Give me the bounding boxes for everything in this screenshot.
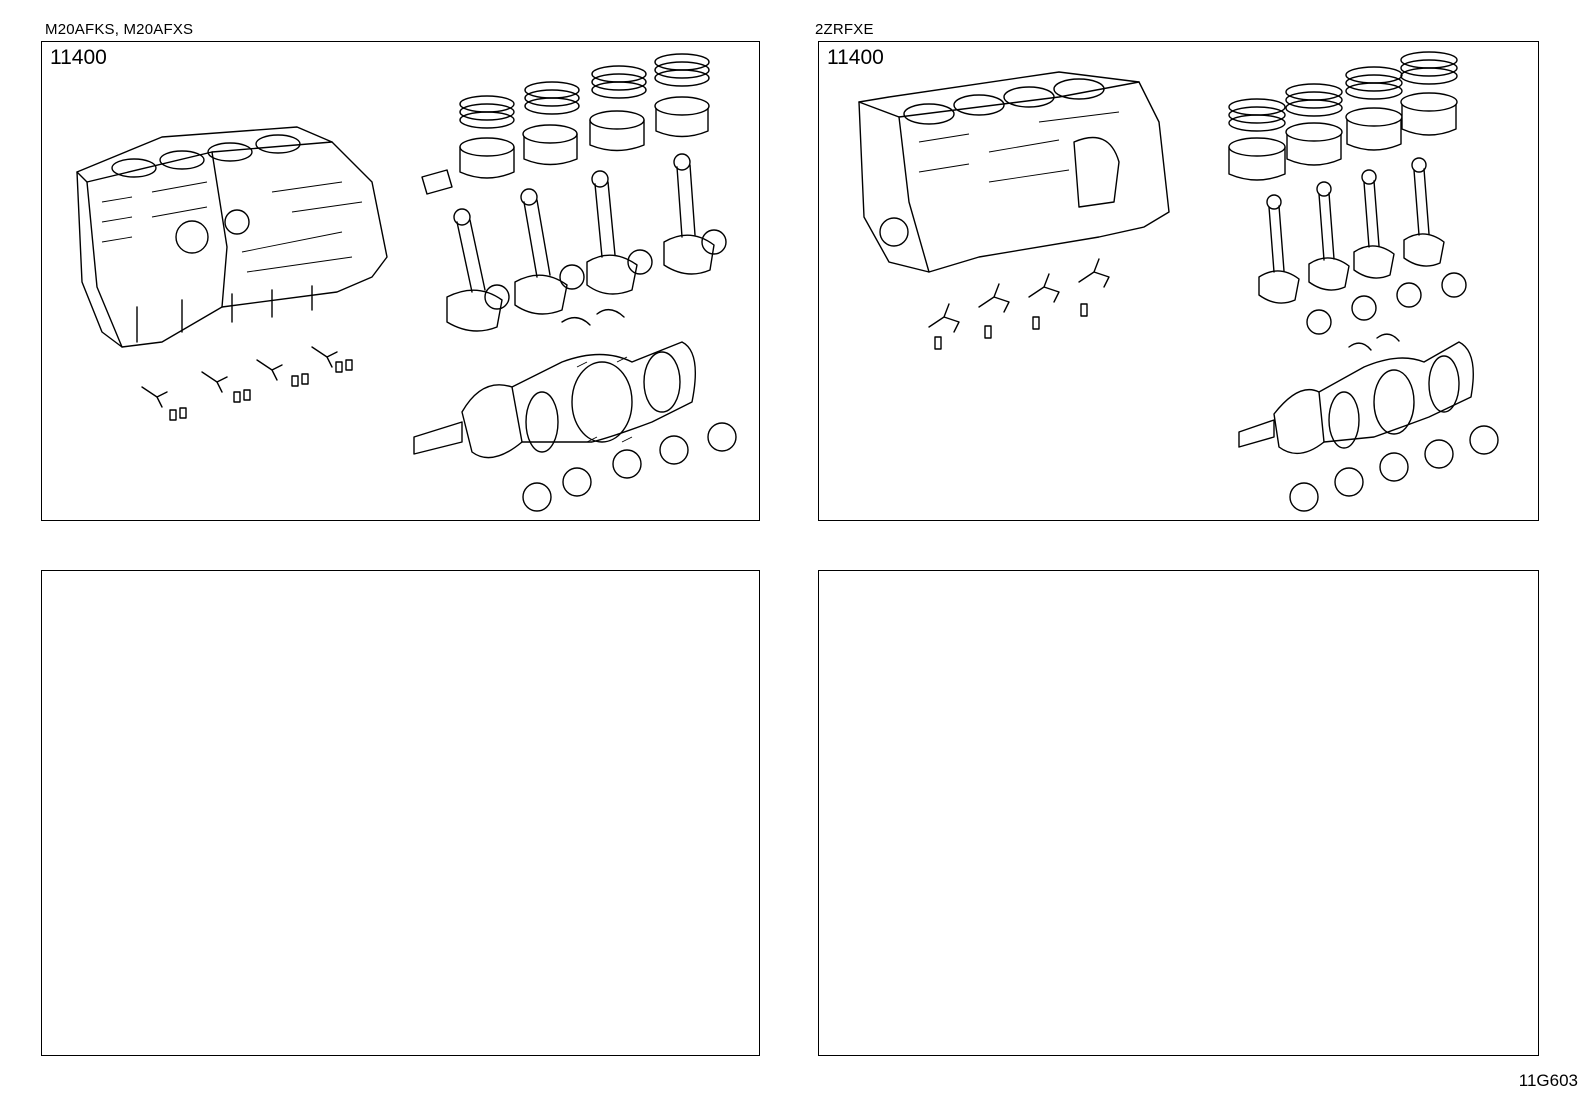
panel-caption-m20a: M20AFKS, M20AFXS	[45, 21, 194, 38]
short-block-2zr-illustration	[858, 51, 1499, 512]
empty-panel-bottom-left	[41, 570, 760, 1056]
oil-jet-drawings	[928, 258, 1110, 350]
part-number-label[interactable]: 11400	[827, 46, 884, 69]
piston-ring-drawings	[459, 53, 710, 129]
part-number-label[interactable]: 11400	[50, 46, 107, 69]
short-block-m20a-illustration	[76, 53, 737, 512]
cylinder-block-drawing	[76, 126, 388, 348]
cylinder-block-drawing	[858, 71, 1170, 273]
empty-panel-bottom-right	[818, 570, 1539, 1056]
piston-ring-drawings	[1228, 51, 1458, 132]
crankshaft-drawing	[413, 341, 697, 459]
crankshaft-drawing	[1238, 341, 1474, 455]
oil-jet-drawings	[141, 346, 353, 421]
connecting-rod-drawings	[1258, 157, 1445, 304]
diagram-panel-2zr: 11400	[818, 41, 1539, 521]
piston-drawings	[421, 96, 710, 195]
diagram-panel-m20a: 11400	[41, 41, 760, 521]
bearing-shell-drawings	[484, 229, 737, 512]
connecting-rod-drawings	[446, 153, 715, 332]
piston-drawings	[1228, 92, 1458, 181]
bearing-shell-drawings	[1289, 272, 1499, 512]
figure-code: 11G603	[1518, 1071, 1578, 1090]
panel-caption-2zr: 2ZRFXE	[815, 21, 874, 38]
